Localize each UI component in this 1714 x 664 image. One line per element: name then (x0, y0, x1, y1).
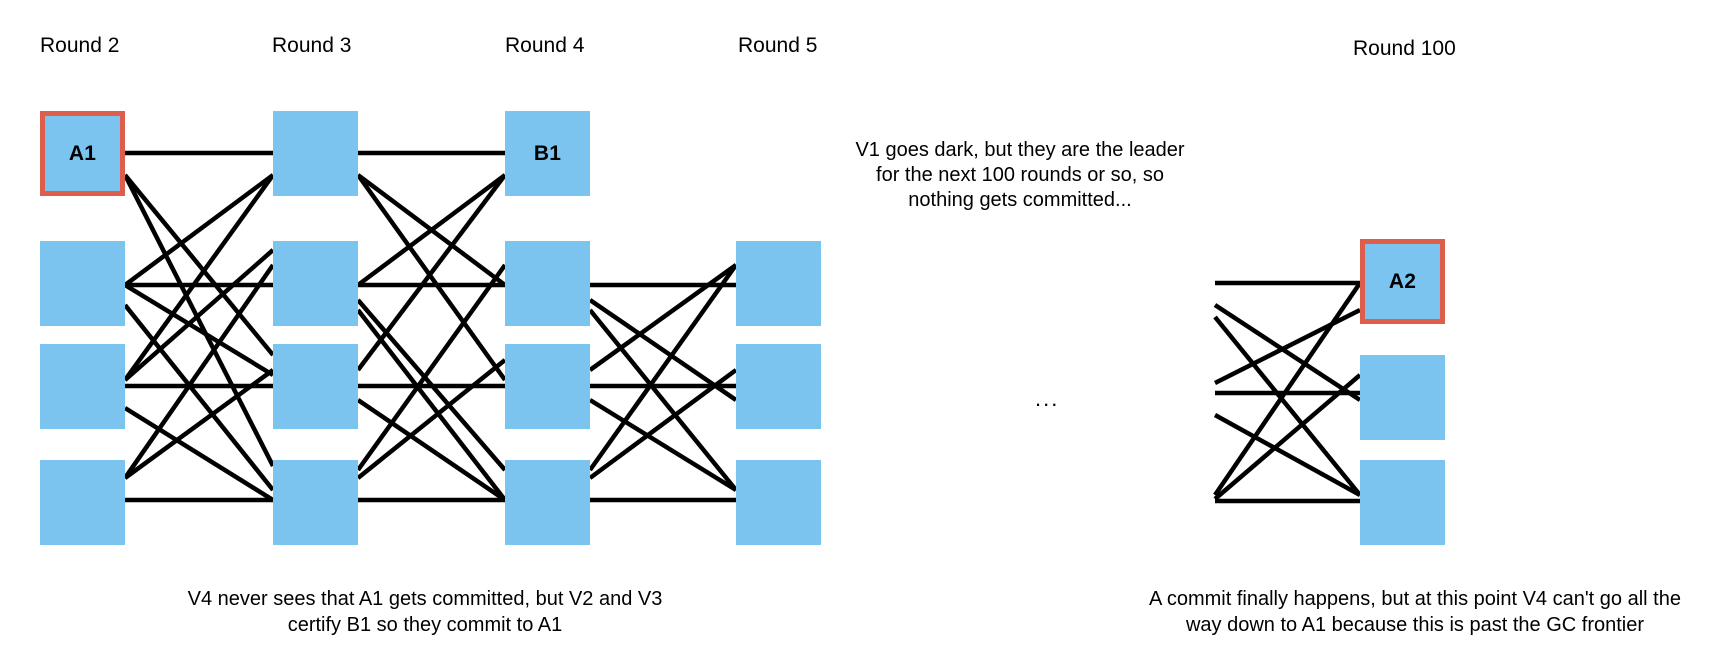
dag-node-r4v3[interactable] (505, 344, 590, 429)
caption-line: V4 never sees that A1 gets committed, bu… (187, 588, 663, 610)
round-label: Round 5 (738, 34, 818, 57)
dag-node-r100v3[interactable] (1360, 460, 1445, 545)
dag-edge (356, 173, 507, 287)
dag-edge (123, 173, 275, 287)
round-label: Round 3 (272, 34, 352, 57)
caption-line: certify B1 so they commit to A1 (287, 614, 563, 636)
dag-edge (123, 283, 275, 377)
dag-edge (356, 308, 507, 502)
dag-node-r100v2[interactable] (1360, 355, 1445, 440)
dag-node-label: B1 (533, 141, 562, 165)
dag-edge (1213, 413, 1362, 497)
annotation-line: V1 goes dark, but they are the leader (855, 139, 1185, 161)
dag-node-r3v1[interactable] (273, 111, 358, 196)
dag-edge (588, 398, 738, 492)
dag-edge (356, 398, 507, 502)
dag-edge (123, 173, 275, 382)
dag-edge (588, 308, 738, 492)
dag-edge (356, 263, 507, 472)
dag-edge (356, 173, 507, 382)
dag-node-label: A1 (68, 141, 97, 165)
left-caption: V4 never sees that A1 gets committed, bu… (155, 586, 695, 638)
caption-line: A commit finally happens, but at this po… (1149, 588, 1681, 610)
dag-node-r4v2[interactable] (505, 241, 590, 326)
dag-node-r5v4[interactable] (736, 460, 821, 545)
dag-edge (1213, 307, 1362, 386)
dag-edge (356, 173, 507, 372)
dag-node-r2v2[interactable] (40, 241, 125, 326)
dag-node-r3v3[interactable] (273, 344, 358, 429)
dag-node-r3v4[interactable] (273, 460, 358, 545)
annotation-line: for the next 100 rounds or so, so (876, 164, 1164, 186)
dag-node-r2v1[interactable]: A1 (40, 111, 125, 196)
dag-node-r4v4[interactable] (505, 460, 590, 545)
dag-edge (588, 298, 738, 402)
annotation-line: nothing gets committed... (908, 189, 1132, 211)
round-label: Round 4 (505, 34, 585, 57)
dag-edge (123, 248, 275, 382)
dag-node-r4v1[interactable]: B1 (505, 111, 590, 196)
dag-edge (123, 406, 275, 502)
round-label: Round 100 (1353, 37, 1456, 60)
gap-ellipsis: ... (1035, 386, 1060, 411)
v1-dark-annotation: V1 goes dark, but they are the leader for… (830, 138, 1210, 213)
dag-node-r3v2[interactable] (273, 241, 358, 326)
dag-edge (1213, 315, 1362, 497)
dag-node-r100v1[interactable]: A2 (1360, 239, 1445, 324)
dag-node-r5v3[interactable] (736, 344, 821, 429)
dag-edge (123, 368, 275, 480)
caption-line: way down to A1 because this is past the … (1185, 614, 1645, 636)
right-caption: A commit finally happens, but at this po… (1125, 586, 1705, 638)
dag-edge (588, 263, 738, 472)
dag-node-r2v3[interactable] (40, 344, 125, 429)
dag-edge (123, 263, 275, 480)
dag-edge (123, 303, 275, 492)
dag-edge (122, 173, 276, 468)
dag-edge (356, 358, 507, 480)
dag-edge (356, 298, 507, 472)
dag-edge (1213, 281, 1362, 497)
dag-edge (123, 173, 275, 357)
dag-node-r2v4[interactable] (40, 460, 125, 545)
dag-edge (1213, 373, 1362, 501)
dag-edge (356, 173, 507, 287)
dag-node-r5v2[interactable] (736, 241, 821, 326)
round-label: Round 2 (40, 34, 120, 57)
dag-edge (588, 263, 738, 372)
dag-edge (1213, 303, 1362, 402)
dag-edge (588, 368, 738, 480)
dag-node-label: A2 (1388, 269, 1417, 293)
